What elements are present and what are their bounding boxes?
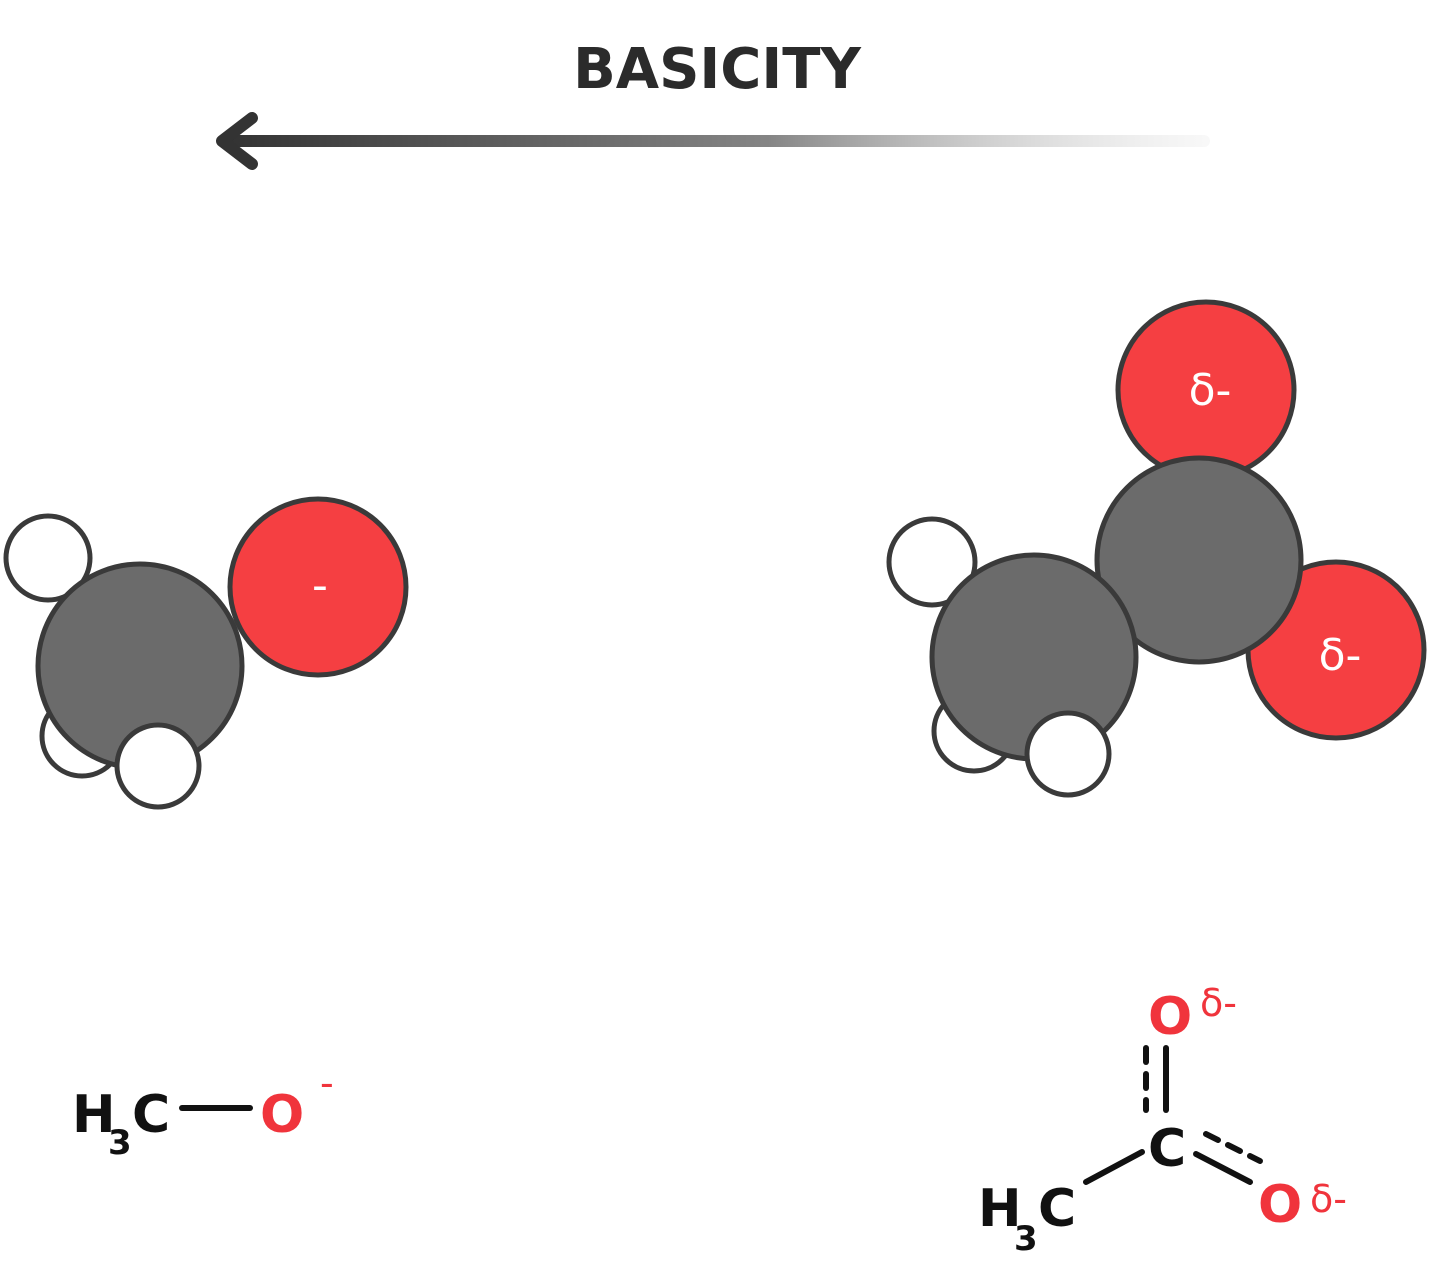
acetate-o-top-label: O	[1148, 987, 1192, 1047]
bond-dash	[1203, 1131, 1221, 1143]
acetate-o-top-charge: δ-	[1200, 981, 1237, 1025]
bond-dash	[1247, 1153, 1263, 1164]
acetate-o-right-label: O	[1258, 1175, 1302, 1235]
acetate-c-o-right-partial-bond	[1193, 1131, 1263, 1185]
acetate-c-c-bond	[1083, 1149, 1145, 1185]
acetate-carbonyl-c-label: C	[1148, 1119, 1186, 1179]
methoxide-o-label: O	[260, 1085, 304, 1145]
methoxide-hydrogen-front	[114, 722, 202, 810]
bond-solid-line	[1193, 1151, 1253, 1185]
acetate-hydrogen-top	[886, 516, 978, 608]
methoxide-oxygen	[227, 496, 409, 678]
arrow-shaft	[230, 135, 1210, 147]
acetate-c-o-top-partial-bond	[1143, 1045, 1169, 1113]
methoxide-oxygen-charge: -	[312, 560, 328, 611]
acetate-methyl-c-label: C	[1038, 1179, 1076, 1239]
diagram-title: BASICITY	[573, 37, 862, 102]
acetate-oxygen-top-charge: δ-	[1189, 365, 1232, 416]
basicity-arrow	[216, 112, 1210, 170]
methoxide-h-label: H	[72, 1085, 116, 1145]
arrow-head	[216, 112, 258, 170]
acetate-model: δ- δ-	[886, 299, 1427, 798]
acetate-hydrogen-front	[1024, 710, 1112, 798]
acetate-carbonyl-carbon	[1094, 455, 1304, 665]
acetate-oxygen-right-charge: δ-	[1319, 630, 1362, 681]
methoxide-hydrogen-top	[3, 513, 93, 603]
acetate-h-subscript: 3	[1014, 1219, 1038, 1259]
bond-dash	[1225, 1142, 1243, 1154]
methoxide-structure: H 3 C O -	[72, 1061, 334, 1163]
methoxide-model: -	[3, 496, 409, 810]
acetate-structure: O δ- C O δ- H 3 C	[978, 981, 1347, 1259]
acetate-h-label: H	[978, 1179, 1022, 1239]
methoxide-c-label: C	[132, 1085, 170, 1145]
methoxide-h-subscript: 3	[108, 1123, 132, 1163]
methoxide-o-charge: -	[320, 1061, 334, 1105]
acetate-o-right-charge: δ-	[1310, 1177, 1347, 1221]
